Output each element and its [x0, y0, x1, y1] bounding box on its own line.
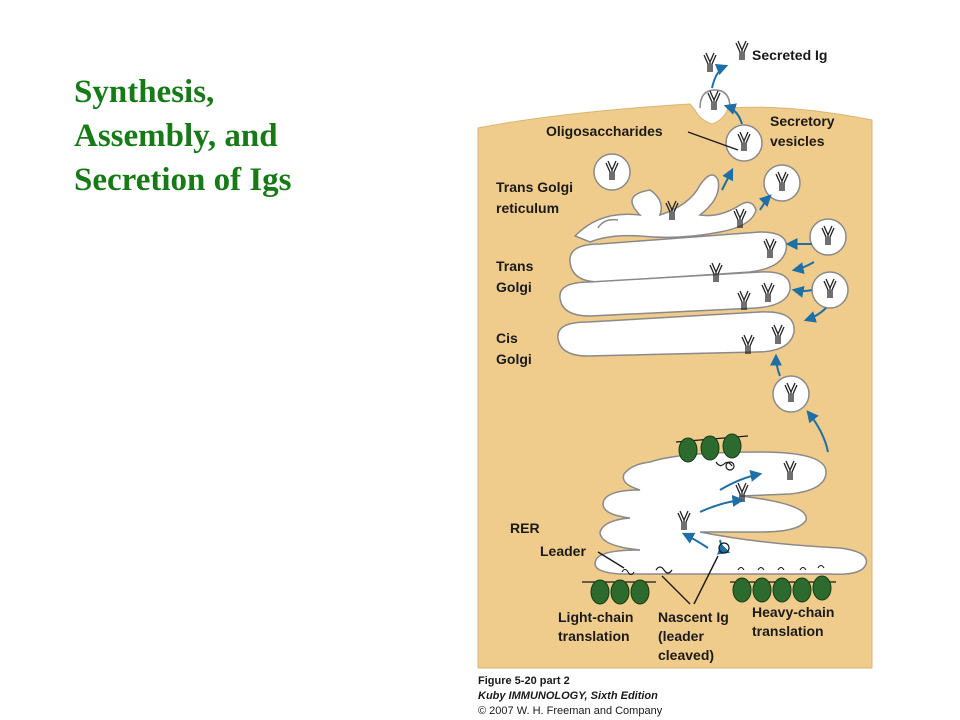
vesicle	[811, 271, 849, 309]
label-nascent-ig-line-2: (leader	[658, 628, 704, 644]
label-heavy-chain-translation-line-2: translation	[752, 623, 824, 639]
nascent-ig-icon	[655, 566, 673, 574]
trans-golgi-cisterna-1	[569, 231, 788, 283]
vesicle	[772, 375, 810, 413]
label-trans-golgi-reticulum-line-2: reticulum	[496, 200, 559, 216]
label-trans-golgi-reticulum-line-1: Trans Golgi	[496, 179, 573, 195]
label-trans-golgi-line-2: Golgi	[496, 279, 532, 295]
vesicle	[809, 218, 847, 256]
rough-endoplasmic-reticulum	[594, 451, 868, 576]
nascent-ig-icon	[718, 542, 730, 554]
label-secretory-vesicles-line-2: vesicles	[770, 133, 825, 149]
caption-copyright: © 2007 W. H. Freeman and Company	[478, 705, 663, 717]
title-line-1: Synthesis,	[74, 74, 215, 110]
vesicle	[725, 124, 763, 162]
secreted-antibody-icon	[735, 40, 749, 61]
label-cis-golgi-line-2: Golgi	[496, 351, 532, 367]
slide-title: Synthesis, Assembly, and Secretion of Ig…	[74, 70, 394, 202]
label-nascent-ig-line-3: cleaved)	[658, 647, 714, 663]
label-heavy-chain-translation-line-1: Heavy-chain	[752, 604, 834, 620]
caption-figure-number: Figure 5-20 part 2	[478, 675, 570, 687]
vesicle	[763, 164, 801, 202]
label-oligosaccharides: Oligosaccharides	[546, 123, 663, 139]
label-rer: RER	[510, 520, 540, 536]
label-light-chain-translation-line-2: translation	[558, 628, 630, 644]
vesicle	[593, 153, 631, 191]
label-nascent-ig-line-1: Nascent Ig	[658, 609, 729, 625]
label-leader: Leader	[540, 543, 586, 559]
label-light-chain-translation-line-1: Light-chain	[558, 609, 633, 625]
trans-golgi-cisterna-2	[559, 271, 791, 317]
title-line-2: Assembly, and	[74, 118, 278, 154]
secretion-arrow	[711, 64, 729, 89]
ribosome-cluster-top	[675, 433, 749, 471]
caption-book: Kuby IMMUNOLOGY, Sixth Edition	[478, 690, 658, 702]
cis-golgi-cisterna	[557, 311, 795, 357]
label-secretory-vesicles-line-1: Secretory	[770, 113, 835, 129]
label-cis-golgi-line-1: Cis	[496, 330, 518, 346]
label-trans-golgi-line-1: Trans	[496, 258, 534, 274]
light-chain-ribosomes	[582, 568, 656, 605]
trans-golgi-reticulum	[573, 174, 757, 243]
title-line-3: Secretion of Igs	[74, 162, 292, 198]
label-secreted-ig: Secreted Ig	[752, 47, 827, 63]
heavy-chain-ribosomes	[730, 564, 836, 603]
secreted-antibody-icon	[703, 52, 717, 73]
